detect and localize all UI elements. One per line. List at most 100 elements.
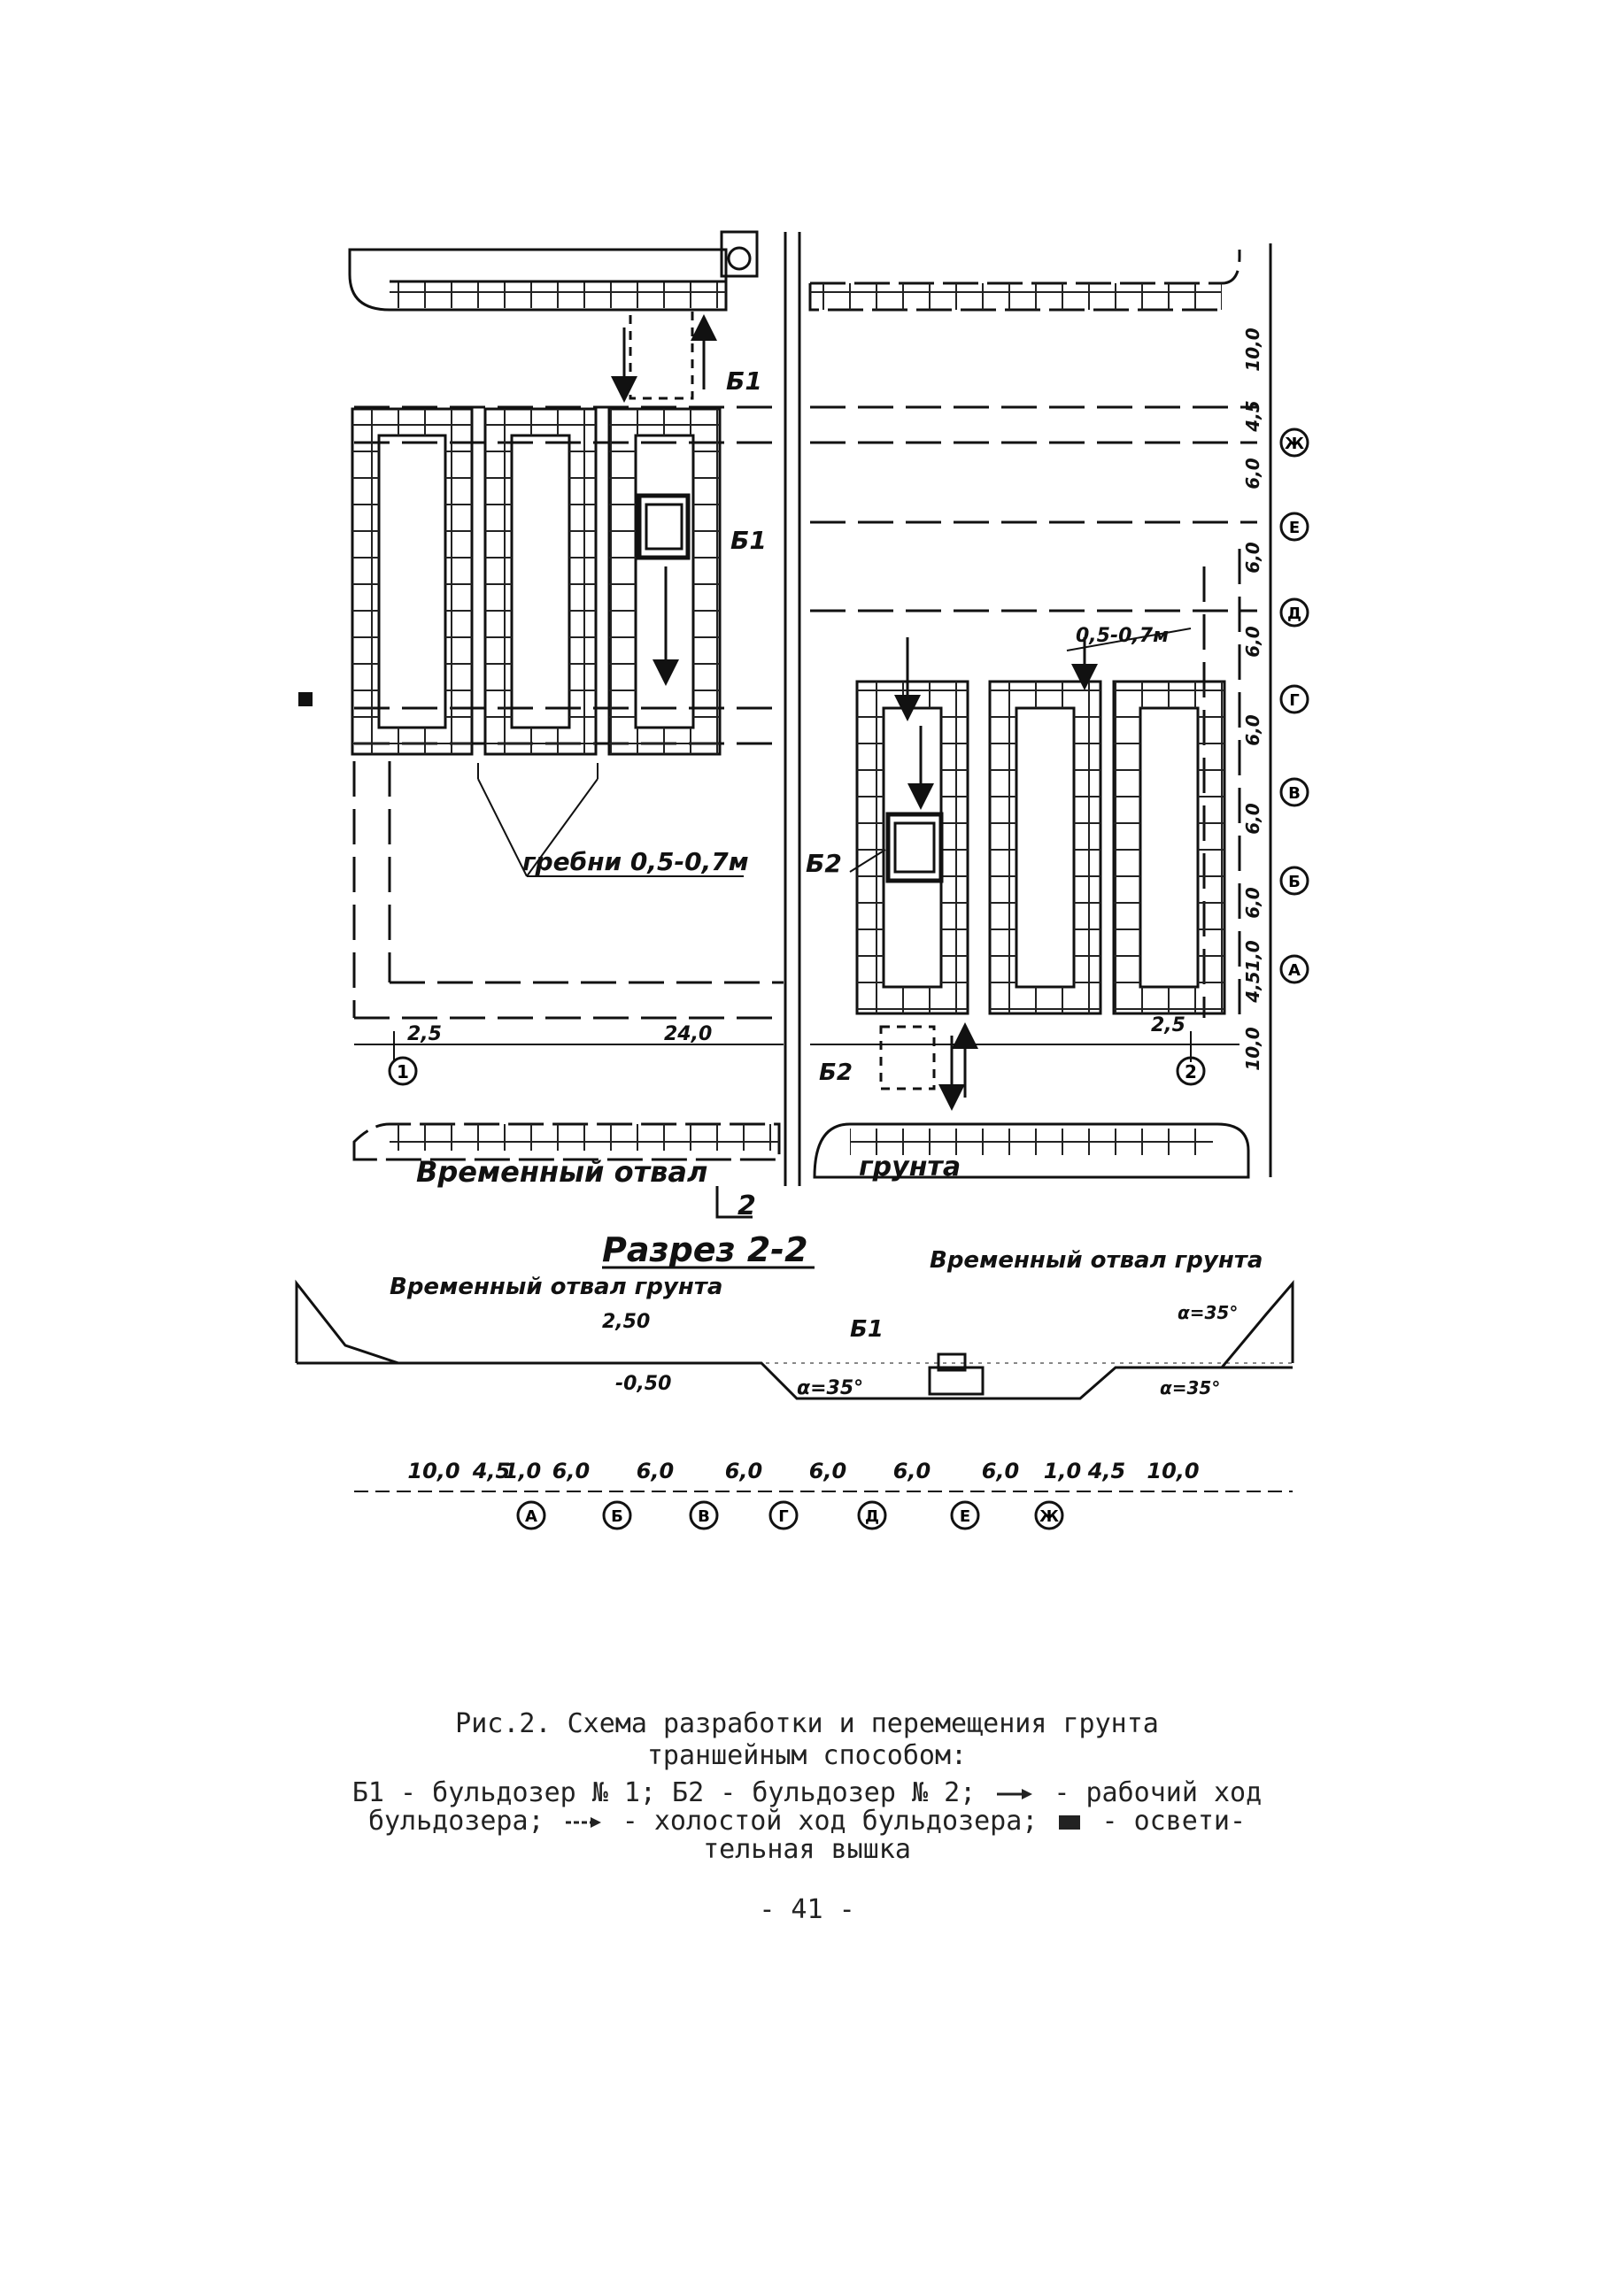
right-axis-markers: Ж Е Д Г В Б А [1279,428,1309,984]
movement-arrows [611,314,1098,1111]
section-dim-value: 6,0 [637,1459,675,1483]
label-b2: Б2 [806,849,842,878]
svg-text:Б: Б [1288,873,1301,891]
right-trench-3 [1112,680,1226,1015]
section-dim-value: 4,5 [472,1459,511,1483]
section-dim-value: 1,0 [504,1459,542,1483]
legend-line2a: бульдозера; [367,1806,544,1837]
svg-text:Ж: Ж [1039,1507,1059,1526]
ridge-leaders [477,763,744,877]
bulldozer-b2-ghost [879,1025,936,1090]
svg-text:А: А [525,1507,537,1526]
depth-leader [1066,628,1192,651]
section-axis-marker: Ж [1034,1500,1064,1530]
right-dim-value: 10,0 [1242,327,1263,371]
right-dim-value: 6,0 [1242,887,1263,919]
ground-profile [295,1279,1294,1400]
plan-view [348,230,1272,1219]
svg-text:В: В [698,1507,710,1526]
section-axis-marker: Е [950,1500,980,1530]
top-left-spoil-bank [348,248,728,312]
section-dim-value: 6,0 [809,1459,847,1483]
bottom-right-spoil-bank [813,1122,1250,1179]
svg-text:Г: Г [778,1507,788,1526]
section-dim-value: 6,0 [552,1459,591,1483]
bottom-dimension-line [354,1031,1239,1062]
left-trench-2 [483,407,598,756]
axis-marker-2: 2 [1176,1056,1206,1086]
svg-text:А: А [1288,961,1301,980]
section-dim-value: 10,0 [407,1459,459,1483]
right-dim-value: 4,5 [1242,400,1263,432]
section-axis-marker: Б [602,1500,632,1530]
section-axis-markers: А Б В Г Д Е Ж [516,1500,1064,1530]
level-bottom: -0,50 [615,1373,671,1395]
right-axis-marker: Д [1279,597,1309,628]
svg-text:Е: Е [960,1507,970,1526]
svg-text:Г: Г [1289,691,1299,710]
figure-legend: Б1 - бульдозер № 1; Б2 - бульдозер № 2; … [0,1779,1614,1864]
right-axis-marker: Ж [1279,428,1309,458]
figure-caption: Рис.2. Схема разработки и перемещения гр… [0,1708,1614,1772]
right-dim-value: 6,0 [1242,803,1263,835]
section-spoil-right: Временный отвал грунта [930,1247,1263,1274]
bulldozer-b2-plan [885,812,944,883]
right-axis-marker: В [1279,777,1309,807]
bulldozer-b1-section [928,1352,985,1396]
right-dim-value: 6,0 [1242,714,1263,746]
right-axis-marker: Б [1279,866,1309,896]
page-number: - 41 - [759,1894,855,1925]
section-b1: Б1 [850,1316,884,1343]
section-view: Разрез 2-2 Временный отвал грунта Времен… [295,1230,1294,1492]
right-dim-value: 6,0 [1242,626,1263,658]
label-spoil-left: Временный отвал [416,1155,707,1189]
left-trench-3 [607,407,722,756]
svg-text:Е: Е [1289,519,1300,537]
right-axis-marker: Г [1279,684,1309,714]
angle-right-top: α=35° [1178,1302,1238,1323]
legend-idle: - холостой ход бульдозера; [622,1806,1039,1837]
right-dim-value: 6,0 [1242,542,1263,574]
svg-text:2: 2 [1185,1061,1197,1083]
section-marker [715,1186,753,1219]
right-dim-value: 1,0 [1242,940,1263,972]
left-trench-1 [351,407,474,756]
idle-stroke-arrow-icon [565,1816,601,1828]
bottom-left-spoil-bank [352,1122,781,1161]
axis-marker-1: 1 [388,1056,418,1086]
section-axis-marker: А [516,1500,546,1530]
svg-text:Д: Д [865,1507,879,1526]
angle-right-bottom: α=35° [1160,1377,1220,1398]
label-ridges: гребни 0,5-0,7м [522,847,749,876]
legend-line-1: Б1 - бульдозер № 1; Б2 - бульдозер № 2; … [0,1779,1614,1807]
label-b1-top: Б1 [726,366,762,396]
legend-line-2: бульдозера; - холостой ход бульдозера; -… [0,1807,1614,1836]
legend-work: - рабочий ход [1054,1777,1263,1808]
section-spoil-left: Временный отвал грунта [390,1274,722,1300]
dim-bottom-right: 2,5 [1151,1014,1185,1036]
legend-line-3: тельная вышка [703,1834,911,1865]
svg-text:Д: Д [1287,605,1301,623]
light-tower-icon [298,692,313,706]
section-mark-label: 2 [737,1190,756,1221]
label-b2-bottom: Б2 [819,1059,853,1086]
bulldozer-b1-ghost [629,308,694,400]
right-trench-2 [988,680,1102,1015]
section-axis-marker: В [689,1500,719,1530]
caption-line-1: Рис.2. Схема разработки и перемещения гр… [455,1708,1159,1739]
legend-bulldozers: Б1 - бульдозер № 1; Б2 - бульдозер № 2; [351,1777,977,1808]
svg-text:В: В [1288,784,1301,803]
level-top: 2,50 [602,1311,650,1333]
section-dim-value: 6,0 [725,1459,763,1483]
right-dim-value: 10,0 [1242,1027,1263,1070]
caption-line-2: траншейным способом: [646,1740,968,1771]
label-spoil-right: грунта [859,1152,961,1183]
section-dim-value: 10,0 [1147,1459,1199,1483]
dim-bottom-left: 2,5 [407,1023,442,1045]
right-dim-value: 6,0 [1242,458,1263,489]
section-axis-marker: Д [857,1500,887,1530]
dim-bottom-mid: 24,0 [664,1023,712,1045]
legend-light: - освети- [1101,1806,1247,1837]
